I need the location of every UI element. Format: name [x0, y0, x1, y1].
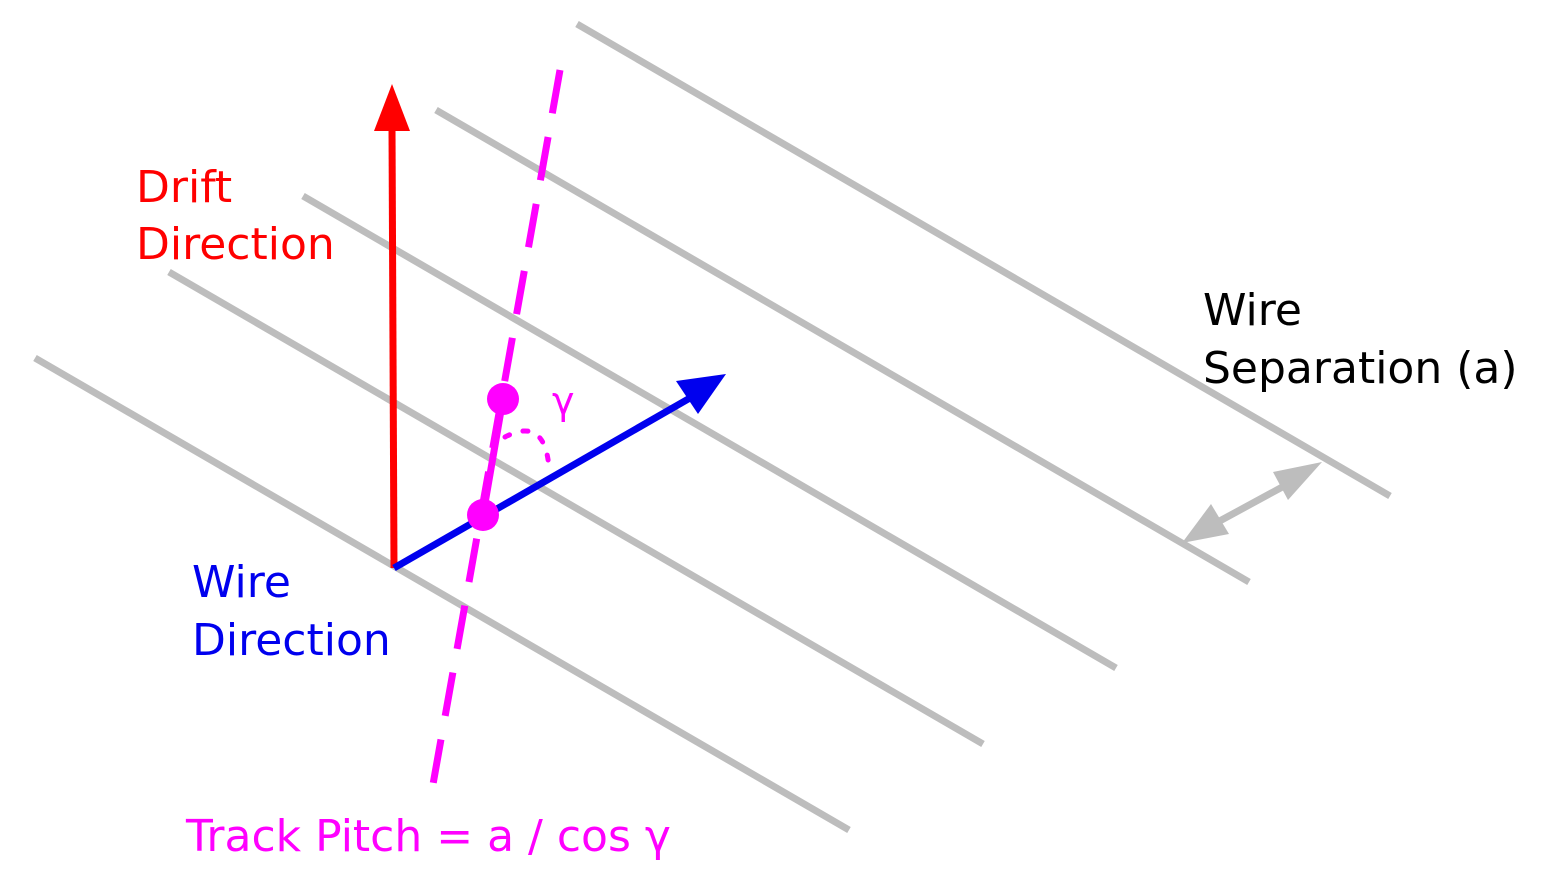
wire-lines [33, 20, 1392, 834]
gamma-angle-arc [502, 428, 552, 471]
drift-arrowhead [374, 84, 410, 131]
pitch-segment [479, 398, 507, 516]
track-pitch-label: Track Pitch = a / cos γ [185, 811, 671, 862]
wire-separation-label-line2: Separation (a) [1203, 343, 1518, 394]
wire-direction-arrowhead [676, 374, 726, 414]
wire-direction-label-line2: Direction [192, 615, 391, 666]
separation-arrow-shaft [1214, 481, 1288, 527]
drift-direction-label-line1: Drift [136, 162, 232, 213]
wire-line-4 [434, 106, 1251, 586]
separation-arrow [1182, 462, 1322, 543]
gamma-label: γ [552, 379, 575, 423]
wire-line-1 [33, 354, 851, 834]
drift-direction-label-line2: Direction [136, 219, 335, 270]
separation-arrowhead-left [1182, 504, 1229, 543]
pitch-point-upper [487, 383, 519, 415]
wire-direction-label-line1: Wire [192, 557, 291, 608]
drift-arrow-shaft [388, 127, 398, 569]
wire-direction-arrow-shaft [392, 394, 692, 572]
wire-line-5 [575, 20, 1392, 500]
wire-line-2 [167, 268, 985, 748]
wire-direction-arrow [392, 374, 726, 572]
wire-separation-label-line1: Wire [1203, 285, 1302, 336]
separation-arrowhead-right [1273, 462, 1322, 500]
pitch-point-lower [467, 499, 499, 531]
drift-direction-arrow [374, 84, 410, 569]
wire-line-3 [301, 192, 1118, 672]
